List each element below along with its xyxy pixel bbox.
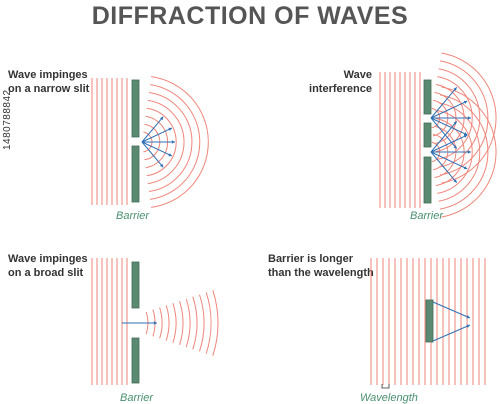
direction-arrow-head bbox=[463, 134, 468, 138]
direction-arrow-head bbox=[463, 166, 468, 170]
diffracted-wavefront bbox=[192, 296, 198, 350]
direction-arrow-head bbox=[168, 153, 172, 157]
diffracted-wavefront bbox=[437, 110, 473, 194]
direction-arrow bbox=[430, 117, 468, 136]
direction-arrow bbox=[430, 151, 458, 183]
barrier-top bbox=[423, 79, 432, 115]
direction-arrow-head bbox=[453, 87, 457, 91]
direction-arrow bbox=[430, 100, 468, 119]
diffracted-wavefront bbox=[212, 290, 219, 356]
direction-arrow-head bbox=[153, 321, 157, 325]
diffracted-wavefront bbox=[172, 303, 177, 343]
diffracted-wavefront bbox=[441, 86, 497, 218]
label-line: interference bbox=[309, 83, 372, 95]
direction-arrow bbox=[430, 117, 458, 149]
label-line: Wave bbox=[343, 69, 372, 81]
direction-arrow-head bbox=[160, 116, 164, 121]
direction-arrow bbox=[430, 87, 458, 119]
label-line: on a broad slit bbox=[8, 267, 84, 279]
diffracted-wavefront bbox=[199, 294, 205, 352]
direction-arrow-head bbox=[453, 179, 457, 183]
direction-arrow-head bbox=[171, 140, 175, 144]
label-line: on a narrow slit bbox=[8, 83, 90, 95]
direction-arrow-head bbox=[466, 324, 470, 328]
diffracted-wavefront bbox=[150, 84, 201, 200]
label-line: than the wavelength bbox=[268, 267, 374, 279]
barrier-top bbox=[131, 79, 140, 138]
barrier-bottom bbox=[131, 337, 140, 384]
direction-arrow bbox=[432, 301, 471, 319]
diffracted-wavefront bbox=[151, 76, 209, 208]
diffracted-wavefront bbox=[179, 300, 184, 346]
direction-arrow-head bbox=[168, 127, 172, 131]
barrier bbox=[425, 299, 434, 343]
diffracted-wavefront bbox=[159, 307, 163, 339]
diffracted-wavefront bbox=[146, 107, 177, 177]
direction-arrow-head bbox=[467, 150, 471, 154]
direction-arrow bbox=[432, 324, 471, 342]
diffracted-wavefront bbox=[185, 298, 191, 348]
direction-arrow bbox=[141, 127, 173, 143]
caption-barrier-narrow: Barrier bbox=[116, 210, 150, 222]
label-line: Wave impinges bbox=[8, 253, 88, 265]
direction-arrow-head bbox=[463, 100, 468, 104]
diffracted-wavefront bbox=[148, 92, 193, 192]
panel-label-broad-slit: Wave impinges on a broad slit bbox=[8, 252, 88, 280]
wavelength-bracket bbox=[381, 384, 390, 389]
direction-arrow-head bbox=[453, 121, 457, 125]
barrier-middle bbox=[423, 122, 432, 148]
direction-arrow bbox=[430, 121, 458, 153]
panel-label-interference: Wave interference bbox=[292, 68, 372, 96]
caption-barrier-interference: Barrier bbox=[410, 210, 444, 222]
diffracted-wavefront bbox=[205, 292, 212, 354]
diffracted-wavefront bbox=[437, 76, 473, 160]
direction-arrow bbox=[141, 141, 164, 168]
label-line: Wave impinges bbox=[8, 69, 88, 81]
caption-wavelength: Wavelength bbox=[360, 392, 418, 404]
barrier-top bbox=[131, 261, 140, 309]
barrier-bottom bbox=[423, 156, 432, 204]
caption-barrier-broad: Barrier bbox=[120, 392, 154, 404]
direction-arrow bbox=[141, 141, 173, 157]
diffracted-wavefront bbox=[147, 99, 185, 185]
diffracted-wavefront bbox=[165, 305, 170, 341]
diffracted-wavefront bbox=[438, 102, 481, 202]
diffracted-wavefront bbox=[440, 94, 489, 210]
direction-arrow bbox=[430, 151, 468, 170]
direction-arrow-head bbox=[467, 116, 471, 120]
direction-arrow-head bbox=[160, 163, 164, 168]
panel-label-longer-barrier: Barrier is longer than the wavelength bbox=[268, 252, 374, 280]
direction-arrow-head bbox=[466, 315, 470, 319]
barrier-bottom bbox=[131, 145, 140, 203]
direction-arrow-head bbox=[463, 132, 468, 136]
diagram-title: DIFFRACTION OF WAVES bbox=[91, 2, 409, 30]
diffracted-wavefront bbox=[438, 68, 481, 168]
direction-arrow bbox=[430, 134, 468, 153]
label-line: Barrier is longer bbox=[268, 253, 353, 265]
direction-arrow-head bbox=[453, 145, 457, 149]
panel-label-narrow-slit: Wave impinges on a narrow slit bbox=[8, 68, 89, 96]
direction-arrow bbox=[141, 116, 164, 143]
